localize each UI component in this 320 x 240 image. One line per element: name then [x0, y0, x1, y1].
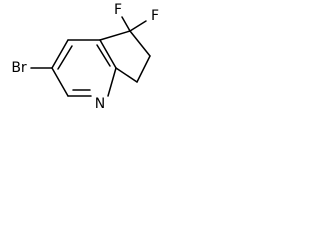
chemical-structure-diagram: Br N F F [11, 2, 159, 112]
fluorine-atom-label-right: F [151, 8, 159, 24]
bond-c5-f-left [121, 16, 131, 32]
bond-c4a-c5 [99, 30, 131, 41]
bond-c4-c3 [51, 39, 69, 69]
bond-c5-c6 [129, 30, 151, 57]
bond-c6-c7 [136, 55, 151, 83]
bond-c7a-c4a-double [96, 44, 111, 67]
bond-n1-c7a [107, 67, 117, 97]
bond-c7-c7a [115, 67, 138, 83]
bond-c5-f-right [129, 20, 147, 32]
bromine-atom-label: Br [11, 60, 27, 76]
fluorine-atom-label-left: F [114, 2, 122, 18]
bond-c3-c2 [51, 67, 69, 97]
nitrogen-atom-label: N [95, 96, 105, 112]
bond-c7a-c4a [99, 39, 117, 69]
bond-c4-c3-double [57, 45, 73, 70]
